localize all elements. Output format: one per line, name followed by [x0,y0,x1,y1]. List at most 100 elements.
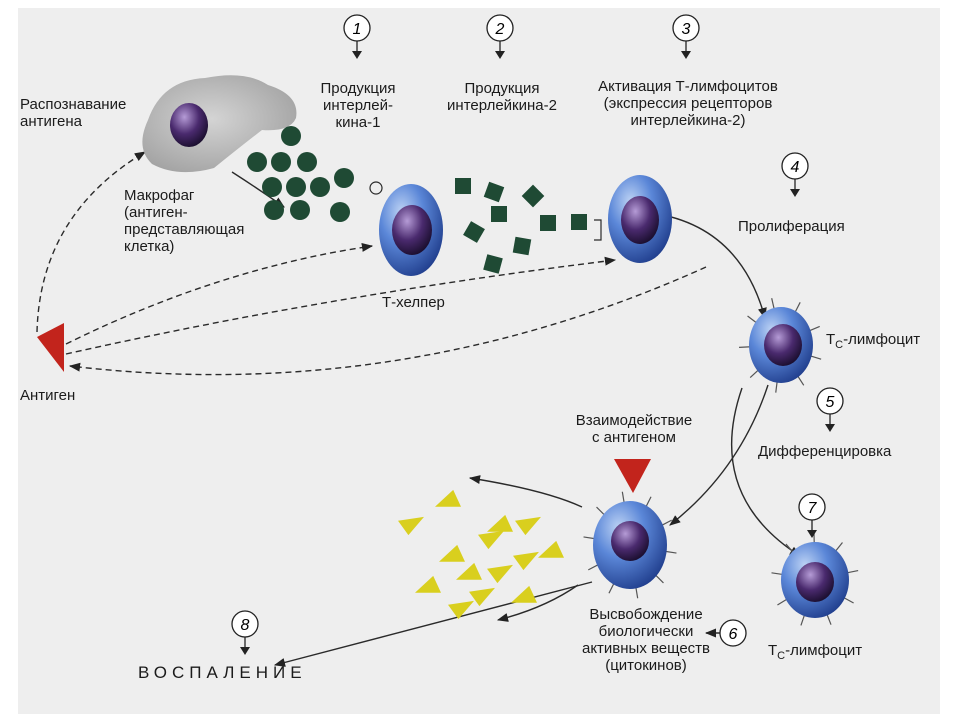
cell-spike [826,613,832,625]
cell-spike [842,596,854,604]
interleukin-1-dot [330,202,350,222]
cytokine-triangle [398,516,424,536]
cytokine-triangle [415,575,441,593]
cell-spike [645,496,652,508]
interleukin-2-square [483,181,505,203]
cell-spike [809,355,822,360]
cytokine-triangle [469,587,495,607]
tc-cell-nucleus [764,324,802,366]
cell-spike [583,536,596,540]
interleukin-2-square [540,215,556,231]
cytokine-triangle [487,514,513,532]
dashed-arrow-antigen-to-activated-cell [65,256,617,355]
cell-spike [747,315,758,324]
step-5-label: Дифференцировка [758,443,892,460]
interleukin-2-square [483,254,503,274]
interleukin-1-dot [281,126,301,146]
step-1-badge: 1 [343,14,371,59]
interleukin-2-square [521,184,545,208]
interleukin-1-dot [297,152,317,172]
step-number: 1 [353,21,362,38]
cell-spike [587,563,600,571]
macrophage-body [142,75,297,173]
activated-t-cell [608,175,672,263]
antigen-recognition-label: Распознавание антигена [20,96,127,130]
arrow-tc-to-tc7 [730,387,801,557]
step-number: 8 [241,617,250,634]
step-2-badge: 2 [486,14,514,59]
macrophage-label: Макрофаг (антиген- представляющая клетка… [124,187,245,255]
tc-lymphocyte-label-2: ТС-лимфоцит [768,642,862,665]
step-arrowhead [352,51,362,59]
arrow-activated-to-tc [651,212,767,320]
tc-lymphocyte-label: ТС-лимфоцит [826,331,920,354]
macrophage [142,75,297,173]
cytokine-triangle [439,544,465,562]
tc-lymphocyte-cell [739,298,822,393]
cell-spike [846,569,859,574]
interleukin-1-dot [264,200,284,220]
cell-spike [621,491,625,504]
step-number: 3 [682,21,691,38]
step-number: 4 [791,159,800,176]
step-badge-circle [719,619,747,647]
interleukin-1-dot [286,177,306,197]
interleukin-2-square [455,178,471,194]
tc-suffix: -лимфоцит [843,331,921,348]
cytokine-particles [398,489,564,620]
cytokine-triangle [456,562,482,580]
cytokine-triangle [487,564,513,584]
cytokine-triangle [538,540,564,558]
step-7-badge: 7 [798,493,826,538]
tc-suffix: -лимфоцит [785,642,863,659]
cell-spike [654,574,664,584]
cell-spike [771,298,775,311]
effector-cell-nucleus [611,521,649,561]
cell-spike [660,519,673,527]
interleukin-1-dot [310,177,330,197]
t-helper-label: Т-хелпер [382,294,445,311]
cell-spike [834,542,843,553]
cytokine-triangle [478,530,504,550]
interleukin-2-square [571,214,587,230]
cytokine-triangle [435,489,461,507]
step-number: 6 [729,626,738,643]
interleukin-2-particles [455,178,587,274]
interleukin-1-dot [290,200,310,220]
arrow-effector-up-left [468,475,583,508]
cytokine-triangle [513,551,539,571]
cell-spike [664,550,677,554]
tc-cell-2-nucleus [796,562,834,602]
cell-spike [808,325,820,332]
cell-spike [800,613,806,626]
step-6-badge: 6 [719,619,747,647]
cytokine-triangle [515,516,541,536]
dashed-arrow-antigen-to-thelper [65,243,374,345]
activated-t-cell-nucleus [621,196,659,244]
step-arrowhead [240,647,250,655]
cell-spike [608,582,615,594]
effector-cell [583,491,677,599]
step-4-label: Пролиферация [738,218,845,235]
step-2-label: Продукция интерлейкина-2 [447,80,557,114]
il2-receptor [594,219,602,241]
dashed-arrow-to-antigen [68,266,707,376]
interleukin-2-square [512,236,532,256]
interleukin-1-dot [262,177,282,197]
tc-lymphocyte-cell-2 [771,531,859,626]
tc-subscript: С [835,339,844,351]
cell-spike [749,369,760,379]
step-arrowhead [681,51,691,59]
step-8-badge: 8 [231,610,259,655]
step-6-label: Высвобождение биологически активных веще… [581,606,711,674]
step-4-badge: 4 [781,152,809,197]
step-arrowhead [790,189,800,197]
cytokine-triangle [511,585,537,603]
antigen-label: Антиген [20,387,76,404]
step-number: 5 [826,394,835,411]
interleukin-1-dot [271,152,291,172]
cytokine-triangle [448,600,474,620]
arrow-effector-down-right [496,584,579,622]
